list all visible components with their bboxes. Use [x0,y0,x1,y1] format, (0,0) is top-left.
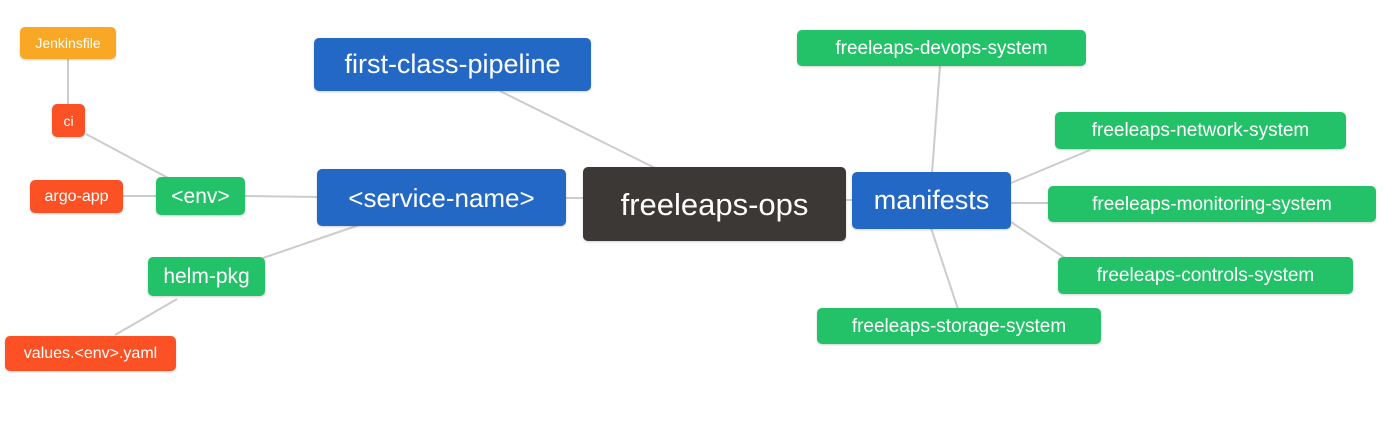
node-ci[interactable]: ci [52,104,85,137]
edge-values-helm-pkg [114,298,178,336]
node-devops-system[interactable]: freeleaps-devops-system [797,30,1086,66]
node-values-env-yaml[interactable]: values.<env>.yaml [5,336,176,371]
edge-manifests-storage [930,227,959,310]
node-jenkinsfile[interactable]: Jenkinsfile [20,27,116,59]
node-freeleaps-ops-root[interactable]: freeleaps-ops [583,167,846,241]
edge-env-service-name [242,195,320,198]
node-first-class-pipeline[interactable]: first-class-pipeline [314,38,591,91]
node-network-system[interactable]: freeleaps-network-system [1055,112,1346,149]
node-argo-app[interactable]: argo-app [30,180,123,213]
edge-helm-pkg-service-name [262,223,363,259]
node-manifests[interactable]: manifests [852,172,1011,229]
node-controls-system[interactable]: freeleaps-controls-system [1058,257,1353,294]
node-service-name[interactable]: <service-name> [317,169,566,226]
edge-pipeline-ops [499,90,658,170]
node-monitoring-system[interactable]: freeleaps-monitoring-system [1048,186,1376,222]
node-storage-system[interactable]: freeleaps-storage-system [817,308,1101,344]
edge-devops-manifests [931,65,941,174]
edge-manifests-network [1010,149,1091,184]
edge-ci-env [85,133,171,180]
edge-manifests-controls [1010,221,1066,259]
node-helm-pkg[interactable]: helm-pkg [148,257,265,296]
node-env[interactable]: <env> [156,177,245,215]
